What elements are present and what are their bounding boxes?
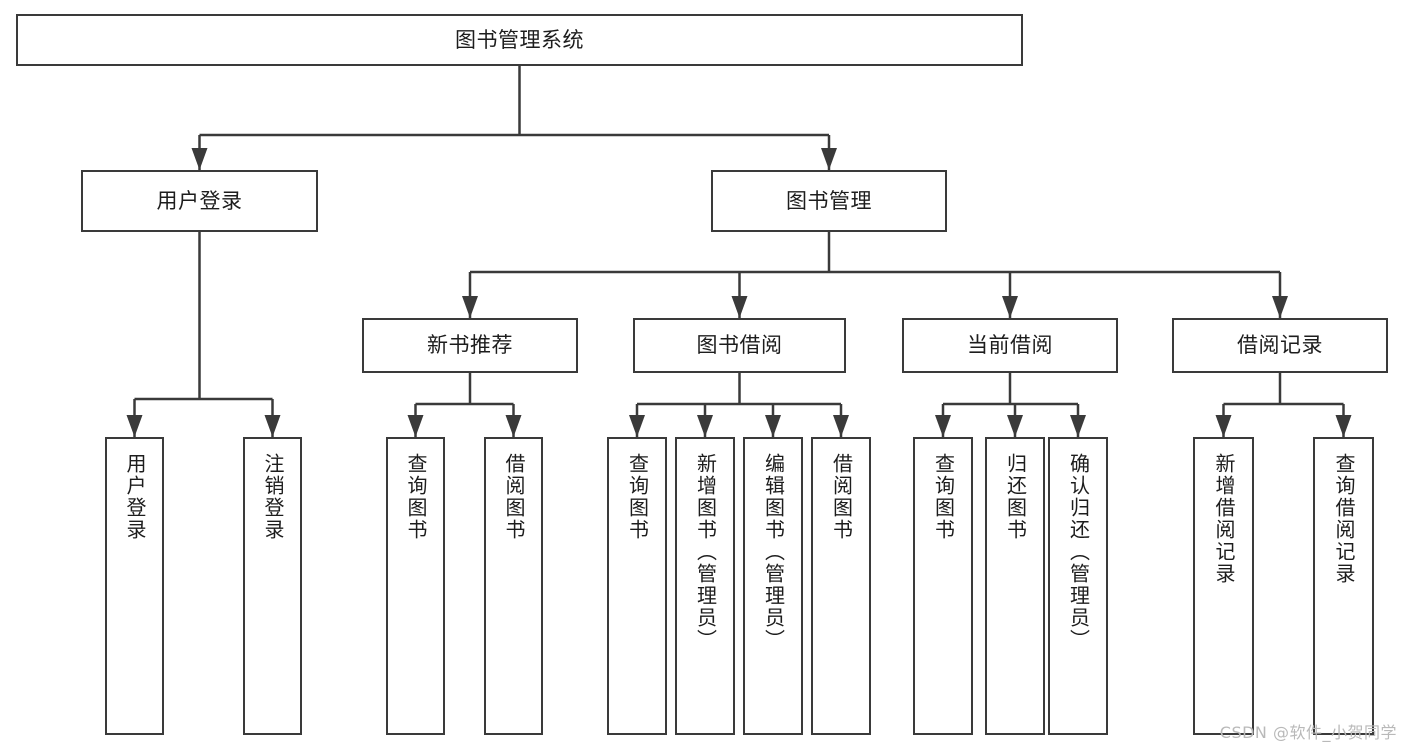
edge-arrowhead	[505, 415, 522, 437]
leaf-node[interactable]: 新增借阅记录	[1193, 437, 1254, 735]
edge-arrowhead	[731, 296, 748, 318]
node-label: 新增图书（管理员）	[693, 453, 718, 651]
leaf-node[interactable]: 新增图书（管理员）	[675, 437, 735, 735]
leaf-node[interactable]: 查询图书	[607, 437, 667, 735]
leaf-node[interactable]: 用户登录	[105, 437, 164, 735]
edge-arrowhead	[629, 415, 645, 437]
edge-arrowhead	[1002, 296, 1018, 318]
edge-arrowhead	[1335, 415, 1352, 437]
edge-arrowhead	[833, 415, 849, 437]
node-label: 注销登录	[261, 453, 285, 541]
edge-arrowhead	[126, 415, 143, 437]
node-label: 编辑图书（管理员）	[761, 453, 786, 651]
node-label: 归还图书	[1003, 453, 1028, 541]
leaf-node[interactable]: 借阅图书	[484, 437, 543, 735]
edge-arrowhead	[821, 148, 837, 170]
node-label: 用户登录	[123, 453, 147, 541]
edge-arrowhead	[935, 415, 951, 437]
branch-node[interactable]: 图书借阅	[633, 318, 846, 373]
node-label: 确认归还（管理员）	[1066, 453, 1091, 651]
root-node[interactable]: 图书管理系统	[16, 14, 1023, 66]
edge-arrowhead	[765, 415, 781, 437]
leaf-node[interactable]: 查询图书	[386, 437, 445, 735]
node-label: 查询借阅记录	[1332, 453, 1356, 585]
leaf-node[interactable]: 编辑图书（管理员）	[743, 437, 803, 735]
branch-node[interactable]: 用户登录	[81, 170, 318, 232]
node-label: 新增借阅记录	[1212, 453, 1236, 585]
node-label: 查询图书	[931, 453, 956, 541]
edge-arrowhead	[1215, 415, 1232, 437]
leaf-node[interactable]: 归还图书	[985, 437, 1045, 735]
leaf-node[interactable]: 注销登录	[243, 437, 302, 735]
edge-arrowhead	[191, 148, 208, 170]
branch-node[interactable]: 新书推荐	[362, 318, 578, 373]
edge-arrowhead	[1272, 296, 1288, 318]
edge-arrowhead	[697, 415, 713, 437]
node-label: 借阅图书	[829, 453, 854, 541]
node-label: 查询图书	[404, 453, 428, 541]
leaf-node[interactable]: 借阅图书	[811, 437, 871, 735]
edge-arrowhead	[1007, 415, 1023, 437]
watermark-label: CSDN @软件_小贺同学	[1219, 723, 1397, 742]
node-label: 查询图书	[625, 453, 650, 541]
leaf-node[interactable]: 查询图书	[913, 437, 973, 735]
leaf-node[interactable]: 确认归还（管理员）	[1048, 437, 1108, 735]
branch-node[interactable]: 借阅记录	[1172, 318, 1388, 373]
edge-arrowhead	[407, 415, 424, 437]
leaf-node[interactable]: 查询借阅记录	[1313, 437, 1374, 735]
edge-arrowhead	[462, 296, 478, 318]
edge-arrowhead	[264, 415, 281, 437]
branch-node[interactable]: 当前借阅	[902, 318, 1118, 373]
branch-node[interactable]: 图书管理	[711, 170, 947, 232]
node-label: 借阅图书	[502, 453, 526, 541]
edge-arrowhead	[1070, 415, 1086, 437]
